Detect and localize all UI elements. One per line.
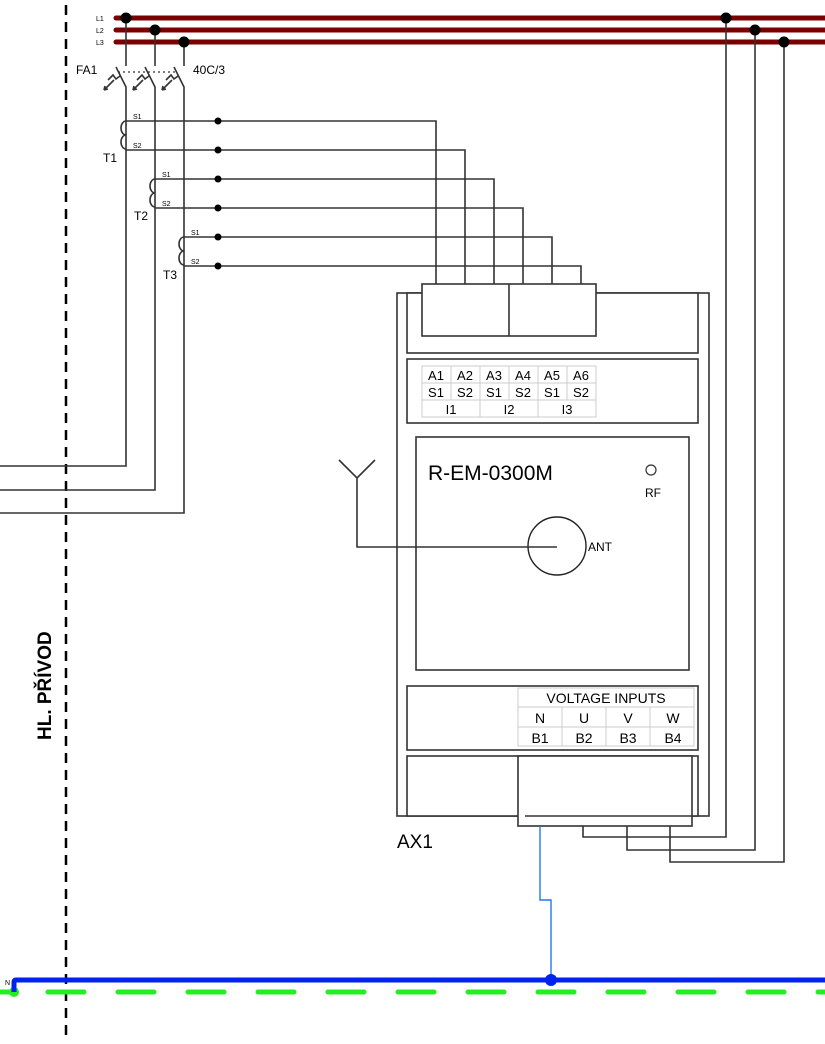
bus-label-l1: L1 [96,16,104,23]
ct-t2-label: T2 [134,209,148,223]
phase-u: U [579,710,589,726]
phase-conductors [0,96,185,514]
voltage-inputs-title: VOLTAGE INPUTS [546,690,665,706]
terminal-a6: A6 [573,368,589,383]
device-model: R-EM-0300M [428,462,553,485]
group-i2: I2 [504,402,515,417]
bus-label-l2: L2 [96,28,104,35]
voltage-terminal-block [517,755,693,827]
terminal-a3: A3 [486,368,502,383]
terminal-a5: A5 [544,368,560,383]
antenna-connector-icon[interactable] [527,516,587,576]
current-inputs-table: A1 A2 A3 A4 A5 A6 S1 S2 S1 S2 S1 S2 I1 I… [421,365,597,418]
terminal-a2: A2 [457,368,473,383]
terminal-a1: A1 [428,368,444,383]
terminal-b3: B3 [619,730,636,746]
rf-led-icon [645,464,657,476]
device-designation: AX1 [397,832,433,853]
svg-text:S2: S2 [515,385,531,400]
device-face-panel [415,436,690,671]
terminal-a4: A4 [515,368,531,383]
current-transformers: T1 S1 S2 T2 S1 S2 T3 S1 S2 [103,114,200,282]
neutral-pe-buses: N [0,977,825,997]
junction-dot [778,36,790,48]
junction-dot [545,974,557,986]
svg-text:S1: S1 [162,172,171,179]
phase-w: W [666,710,680,726]
svg-text:S2: S2 [457,385,473,400]
voltage-inputs-table: VOLTAGE INPUTS N U V W B1 B2 B3 B4 [517,687,695,747]
junction-dot [178,36,190,48]
svg-text:S2: S2 [191,259,200,266]
group-i3: I3 [562,402,573,417]
bus-label-n: N [5,980,10,987]
terminal-b2: B2 [575,730,592,746]
ct-secondary-wires [126,117,582,284]
svg-text:S2: S2 [573,385,589,400]
phase-n: N [535,710,545,726]
neutral-tap-wire [539,826,552,980]
phase-buses: L1 L2 L3 [96,15,825,47]
ant-label: ANT [588,540,613,554]
group-i1: I1 [446,402,457,417]
terminal-b4: B4 [664,730,681,746]
device-ax1[interactable]: A1 A2 A3 A4 A5 A6 S1 S2 S1 S2 S1 S2 I1 I… [396,283,710,853]
junction-dot [749,24,761,36]
bus-label-l3: L3 [96,40,104,47]
junction-dot [720,12,732,24]
voltage-input-wires [582,12,790,863]
breaker-feed [120,12,190,66]
junction-dot [149,24,161,36]
rf-label: RF [645,486,661,500]
antenna [338,459,557,548]
svg-text:S1: S1 [486,385,502,400]
current-inputs-panel [406,358,699,424]
ct-t3-label: T3 [163,268,177,282]
junction-dot [120,12,132,24]
breaker-fa1: FA1 40C/3 [76,63,225,96]
section-title: HL. PŘÍVOD [34,631,56,740]
svg-text:S1: S1 [133,114,142,121]
svg-text:S2: S2 [162,201,171,208]
bus-n [11,977,825,992]
breaker-rating: 40C/3 [193,63,225,77]
breaker-name: FA1 [76,63,98,77]
svg-text:S2: S2 [133,143,142,150]
svg-text:S1: S1 [544,385,560,400]
ct-t1-label: T1 [103,151,117,165]
phase-v: V [623,710,633,726]
terminal-b1: B1 [531,730,548,746]
svg-text:S1: S1 [428,385,444,400]
svg-text:S1: S1 [191,230,200,237]
